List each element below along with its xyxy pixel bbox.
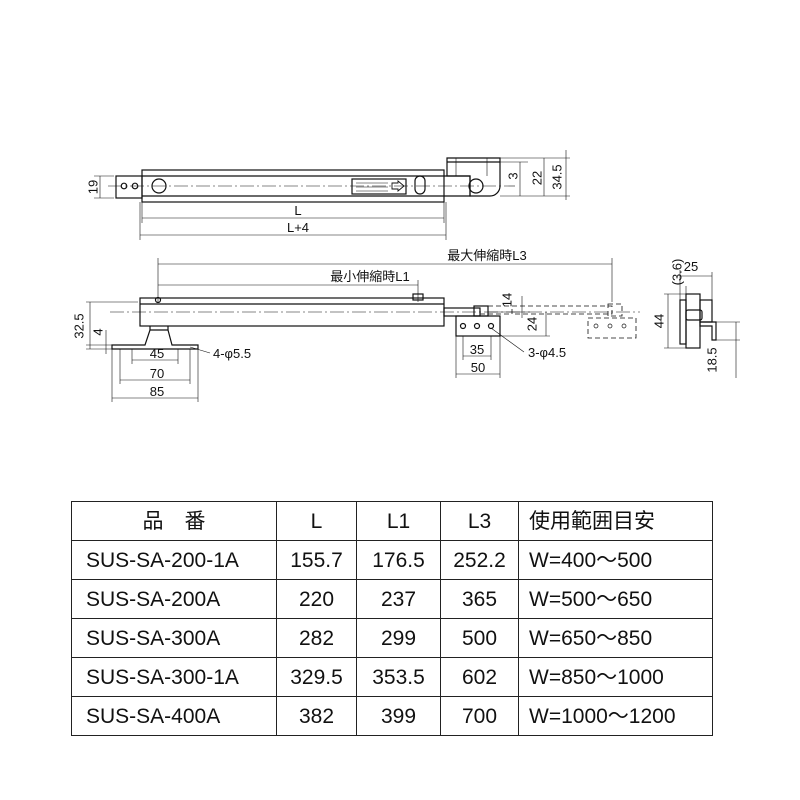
cell-l1: 176.5 <box>356 540 441 580</box>
cell-range: W=650～850 <box>518 618 713 658</box>
cell-l3: 602 <box>440 657 519 697</box>
dim-19: 19 <box>85 180 100 194</box>
table-row: SUS-SA-300-1A 329.5 353.5 602 W=850～1000 <box>71 657 713 697</box>
dim-3: 3 <box>505 172 520 179</box>
cell-l3: 365 <box>440 579 519 619</box>
dim-l: L <box>294 203 301 218</box>
arrow-icon <box>391 180 405 192</box>
dim-50: 50 <box>471 360 485 375</box>
label-plate <box>351 178 407 195</box>
dim-34-5: 34.5 <box>549 164 564 189</box>
cell-l1: 399 <box>356 696 441 736</box>
cell-model: SUS-SA-300A <box>71 618 277 658</box>
end-view <box>664 270 740 378</box>
header-l: L <box>276 501 357 541</box>
header-l1: L1 <box>356 501 441 541</box>
label-holes-right: 3-φ4.5 <box>528 345 566 360</box>
top-view <box>94 150 570 240</box>
label-min-extension: 最小伸縮時L1 <box>330 269 409 284</box>
dim-35: 35 <box>470 342 484 357</box>
dim-85: 85 <box>150 384 164 399</box>
header-model: 品 番 <box>71 501 277 541</box>
dim-70: 70 <box>150 366 164 381</box>
table-row: SUS-SA-200A 220 237 365 W=500～650 <box>71 579 713 619</box>
cell-model: SUS-SA-300-1A <box>71 657 277 697</box>
cell-model: SUS-SA-400A <box>71 696 277 736</box>
dim-24: 24 <box>524 317 539 331</box>
dim-25: 25 <box>684 259 698 274</box>
dim-3-6: (3.6) <box>669 259 684 286</box>
cell-l: 382 <box>276 696 357 736</box>
dim-22: 22 <box>529 171 544 185</box>
table-row: SUS-SA-300A 282 299 500 W=650～850 <box>71 618 713 658</box>
dim-32-5: 32.5 <box>71 313 86 338</box>
technical-drawing: 19 L L+4 3 22 34.5 最大伸縮時L3 最小伸縮時L1 32.5 … <box>71 150 740 402</box>
cell-l3: 700 <box>440 696 519 736</box>
cell-l1: 299 <box>356 618 441 658</box>
header-range: 使用範囲目安 <box>518 501 713 541</box>
spec-table: 品 番 L L1 L3 使用範囲目安 SUS-SA-200-1A 155.7 1… <box>71 501 713 736</box>
cell-l1: 353.5 <box>356 657 441 697</box>
cell-range: W=1000～1200 <box>518 696 713 736</box>
dim-45: 45 <box>150 346 164 361</box>
table-row: SUS-SA-400A 382 399 700 W=1000～1200 <box>71 696 713 736</box>
cell-range: W=850～1000 <box>518 657 713 697</box>
side-view <box>86 258 640 402</box>
dim-4: 4 <box>90 328 105 335</box>
cell-l: 155.7 <box>276 540 357 580</box>
left-bracket <box>111 329 199 350</box>
header-l3: L3 <box>440 501 519 541</box>
dim-18-5: 18.5 <box>704 347 719 372</box>
cell-l3: 500 <box>440 618 519 658</box>
cell-l1: 237 <box>356 579 441 619</box>
cell-l: 329.5 <box>276 657 357 697</box>
label-holes-left: 4-φ5.5 <box>213 346 251 361</box>
dim-44: 44 <box>651 314 666 328</box>
dim-l-plus-4: L+4 <box>287 220 309 235</box>
cell-model: SUS-SA-200A <box>71 579 277 619</box>
cell-model: SUS-SA-200-1A <box>71 540 277 580</box>
dim-14: 14 <box>499 293 514 307</box>
table-header-row: 品 番 L L1 L3 使用範囲目安 <box>71 501 713 541</box>
cell-range: W=400～500 <box>518 540 713 580</box>
label-max-extension: 最大伸縮時L3 <box>447 248 526 263</box>
cell-l3: 252.2 <box>440 540 519 580</box>
cell-l: 282 <box>276 618 357 658</box>
cell-range: W=500～650 <box>518 579 713 619</box>
cell-l: 220 <box>276 579 357 619</box>
table-row: SUS-SA-200-1A 155.7 176.5 252.2 W=400～50… <box>71 540 713 580</box>
